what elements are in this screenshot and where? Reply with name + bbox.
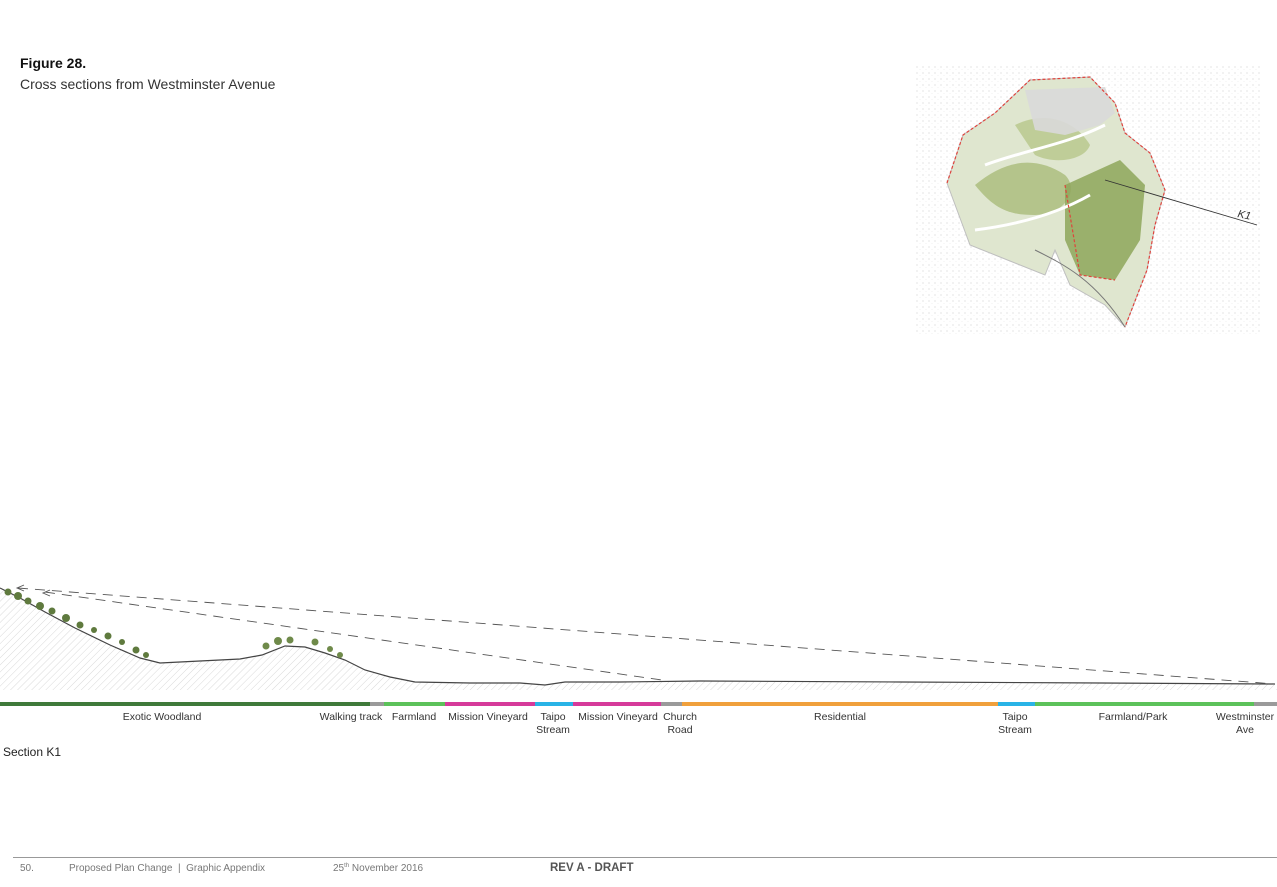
zone-band-exotic-woodland [0, 702, 370, 706]
cross-section-k1 [0, 584, 1277, 690]
plan-change-boundary [1064, 184, 1116, 281]
revision-status: REV A - DRAFT [550, 862, 634, 874]
zone-band-taipo-stream [535, 702, 573, 706]
zone-band-walking-track [370, 702, 384, 706]
sightline-lower [44, 591, 663, 681]
document-date: 25th November 2016 [333, 863, 423, 874]
sightline-upper [17, 587, 1276, 685]
page-number: 50. [20, 863, 34, 874]
built-area [1025, 87, 1115, 135]
zone-band-farmland-park [1035, 702, 1254, 706]
key-map: K1 [915, 65, 1260, 335]
ground-hatch [0, 588, 1277, 690]
zone-label: Taipo Stream [536, 711, 570, 736]
document-title: Proposed Plan Change | Graphic Appendix [69, 863, 266, 874]
date-day: 25 [333, 863, 345, 874]
section-title: Section K1 [3, 745, 62, 759]
trees-woodland [4, 588, 149, 658]
date-suffix: th [344, 863, 350, 869]
trees-knoll [262, 636, 343, 658]
zone-band-farmland [384, 702, 445, 706]
figure-title: Figure 28. [20, 55, 87, 71]
zone-band-mission-vineyard [445, 702, 535, 706]
vegetation-patch [1065, 160, 1145, 280]
zone-label: Westminster Ave [1215, 711, 1275, 736]
zone-label: Walking track [319, 711, 383, 723]
zone-band-taipo-stream-2 [998, 702, 1035, 706]
plan-change-boundary [946, 76, 1166, 328]
zone-band-residential [682, 702, 998, 706]
arrowhead [15, 584, 25, 592]
road [974, 193, 1091, 232]
zone-label: Exotic Woodland [122, 711, 202, 723]
zone-label: Residential [814, 711, 866, 723]
zone-label: Church Road [663, 711, 697, 736]
arrowhead [41, 589, 51, 597]
vegetation-patch [975, 162, 1071, 215]
footer-divider [13, 857, 1277, 858]
zone-band-church-road [661, 702, 682, 706]
date-rest: November 2016 [349, 863, 424, 874]
ground-profile [0, 587, 1276, 686]
figure-subtitle: Cross sections from Westminster Avenue [20, 76, 276, 92]
zone-label: Farmland [391, 711, 437, 723]
section-line-k1 [1104, 179, 1258, 226]
zone-band-westminster-ave [1254, 702, 1277, 706]
section-k1-label: K1 [1236, 208, 1252, 223]
access-track [1034, 249, 1126, 328]
zone-label: Mission Vineyard [448, 711, 528, 723]
road [984, 123, 1106, 167]
zone-label: Taipo Stream [998, 711, 1032, 736]
zone-label: Farmland/Park [1098, 711, 1168, 723]
zone-band-mission-vineyard-2 [573, 702, 661, 706]
zone-label: Mission Vineyard [578, 711, 658, 723]
